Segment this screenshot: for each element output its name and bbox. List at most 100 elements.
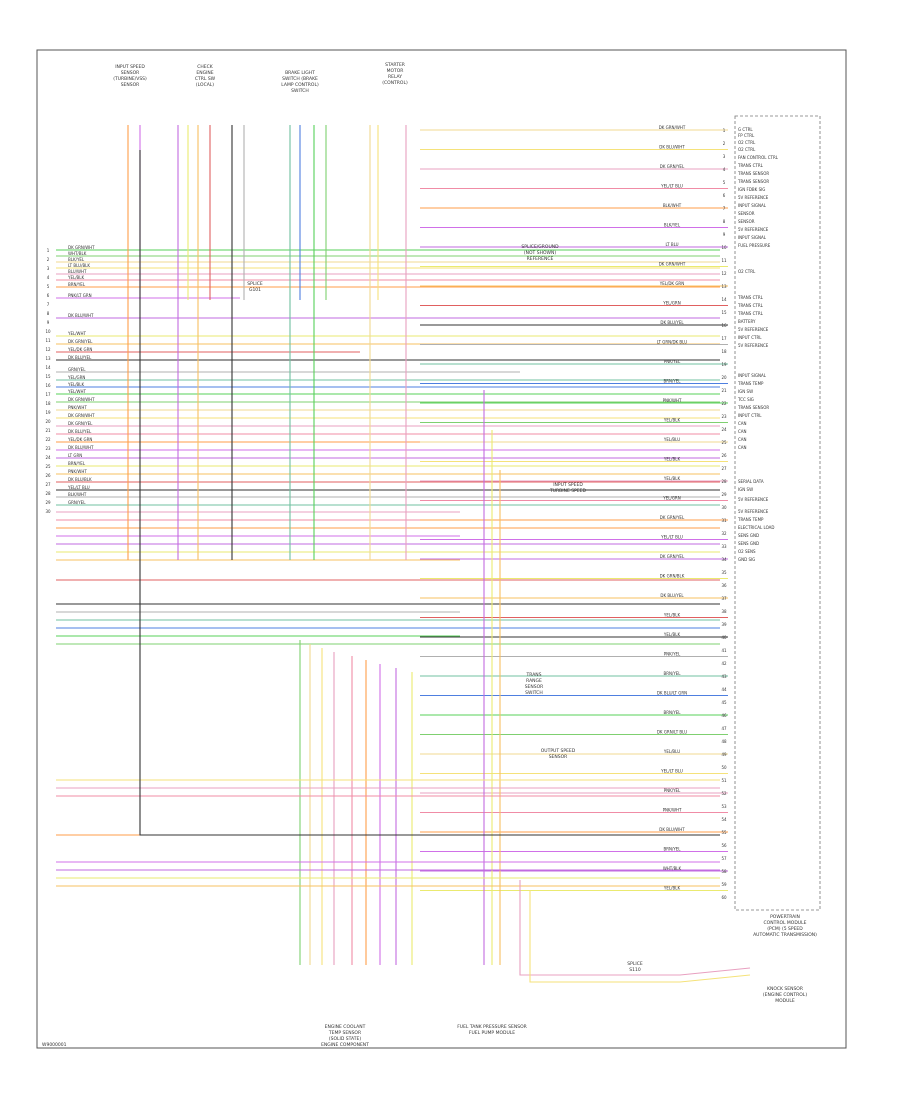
pin-number: 19 — [45, 410, 51, 415]
component-label: (CONTROL) — [382, 80, 408, 86]
component-label: FUEL TANK PRESSURE SENSOR — [457, 1024, 527, 1030]
wire-color-label: PNK/YEL — [664, 652, 681, 657]
wire-color-label: YEL/WHT — [67, 331, 87, 336]
pin-number: 3 — [47, 266, 50, 271]
wire-color-label: BRN/YEL — [663, 847, 681, 852]
wire-color-label: DK BLU/WHT — [68, 313, 94, 318]
pcm-pin-label: TCC SIG — [737, 397, 754, 402]
pcm-pin-number: 30 — [721, 505, 727, 510]
pcm-pin-label: TRANS TEMP — [737, 517, 764, 522]
pcm-pin-number: 18 — [721, 349, 727, 354]
pcm-pin-label: O2 CTRL — [738, 147, 756, 152]
pcm-pin-label: INPUT SIGNAL — [738, 373, 767, 378]
pin-number: 26 — [45, 473, 51, 478]
pcm-pin-number: 35 — [721, 570, 727, 575]
component-label: KNOCK SENSOR — [767, 986, 803, 992]
pcm-pin-number: 4 — [723, 167, 726, 172]
pin-number: 29 — [45, 500, 51, 505]
component-label: ENGINE COOLANT — [325, 1024, 366, 1030]
wire-color-label: YEL/BLK — [663, 476, 681, 481]
wire-color-label: WHT/BLK — [663, 866, 682, 871]
wire-color-label: BRN/YEL — [68, 282, 86, 287]
pcm-pin-number: 31 — [721, 518, 727, 523]
component-label: SWITCH (BRAKE — [282, 76, 318, 82]
pin-number: 5 — [47, 284, 50, 289]
splice-label: G101 — [249, 287, 261, 293]
wire-color-label: DK BLU/YEL — [660, 320, 684, 325]
pcm-pin-number: 42 — [721, 661, 727, 666]
pcm-pin-number: 32 — [721, 531, 727, 536]
pcm-pin-label: SENSOR — [738, 219, 755, 224]
component-label: INPUT SPEED — [553, 482, 583, 488]
wire-color-label: DK GRN/LT BLU — [657, 730, 687, 735]
wire-color-label: YEL/BLK — [663, 632, 681, 637]
pcm-pin-label: TRANS SENSOR — [737, 179, 769, 184]
pin-number: 13 — [45, 356, 51, 361]
pin-number: 23 — [45, 446, 51, 451]
pcm-pin-label: IGN SW — [738, 487, 753, 492]
component-label: SENSOR — [549, 754, 568, 760]
wire-color-label: YEL/BLK — [663, 457, 681, 462]
pin-number: 20 — [45, 419, 51, 424]
knock-sensor-lead — [529, 890, 751, 983]
module-label: AUTOMATIC TRANSMISSION) — [753, 932, 817, 938]
pcm-pin-number: 26 — [721, 453, 727, 458]
module-label: CONTROL MODULE — [764, 920, 807, 926]
pin-number: 16 — [45, 383, 51, 388]
wire-color-label: YEL/LT BLU — [660, 535, 683, 540]
component-label: TEMP SENSOR — [328, 1030, 361, 1036]
pcm-pin-label: TRANS CTRL — [737, 303, 764, 308]
wire-color-label: DK BLU/WHT — [68, 445, 94, 450]
component-label: (SOLID STATE) — [329, 1036, 361, 1042]
pcm-pin-number: 50 — [721, 765, 727, 770]
pcm-pin-label: 5V REFERENCE — [738, 227, 769, 232]
pcm-pin-number: 54 — [721, 817, 727, 822]
pcm-pin-number: 52 — [721, 791, 727, 796]
wire-color-label: YEL/WHT — [67, 389, 87, 394]
pcm-pin-label: INPUT CTRL — [738, 413, 762, 418]
pcm-pin-number: 13 — [721, 284, 727, 289]
wire-color-label: DK BLU/YEL — [68, 355, 92, 360]
pin-number: 14 — [45, 365, 51, 370]
component-label: SWITCH — [525, 690, 543, 696]
pcm-pin-number: 10 — [721, 245, 727, 250]
pcm-pin-label: CAN — [738, 445, 747, 450]
component-label: SENSOR — [121, 70, 140, 76]
component-label: STARTER — [385, 62, 405, 68]
wire-color-label: YEL/LT BLU — [660, 769, 683, 774]
pcm-pin-number: 9 — [723, 232, 726, 237]
pcm-pin-number: 5 — [723, 180, 726, 185]
pcm-pin-number: 24 — [721, 427, 727, 432]
component-label: MODULE — [775, 998, 795, 1004]
wire-color-label: YEL/BLK — [67, 382, 85, 387]
pin-number: 6 — [47, 293, 50, 298]
pcm-pin-number: 2 — [723, 141, 726, 146]
wire-color-label: DK BLU/YEL — [68, 429, 92, 434]
pin-number: 18 — [45, 401, 51, 406]
pcm-pin-number: 3 — [723, 154, 726, 159]
splice-label: S110 — [629, 967, 641, 973]
pcm-pin-number: 29 — [721, 492, 727, 497]
wire-color-label: DK BLU/LT GRN — [657, 691, 687, 696]
component-label: RELAY — [388, 74, 402, 80]
wire-color-label: LT GRN/DK BLU — [657, 340, 687, 345]
component-label: FUEL PUMP MODULE — [469, 1030, 515, 1036]
wire-color-label: DK GRN/WHT — [659, 125, 686, 130]
wire-color-label: LT GRN — [68, 453, 82, 458]
pcm-pin-label: INPUT SIGNAL — [738, 235, 767, 240]
component-label: BRAKE LIGHT — [285, 70, 315, 76]
component-label: (TURBINE/VSS) — [113, 76, 147, 82]
component-label: MOTOR — [387, 68, 404, 74]
wire-color-label: DK GRN/BLK — [660, 574, 685, 579]
wire-color-label: YEL/BLU — [663, 749, 680, 754]
pcm-pin-number: 60 — [721, 895, 727, 900]
pcm-pin-label: TRANS SENSOR — [737, 405, 769, 410]
wire-color-label: PNK/WHT — [68, 405, 87, 410]
pcm-pin-number: 12 — [721, 271, 727, 276]
pcm-pin-label: GND SIG — [738, 557, 755, 562]
pcm-module-box — [734, 115, 821, 911]
pcm-pin-label: TRANS TEMP — [737, 381, 764, 386]
pcm-pin-number: 40 — [721, 635, 727, 640]
